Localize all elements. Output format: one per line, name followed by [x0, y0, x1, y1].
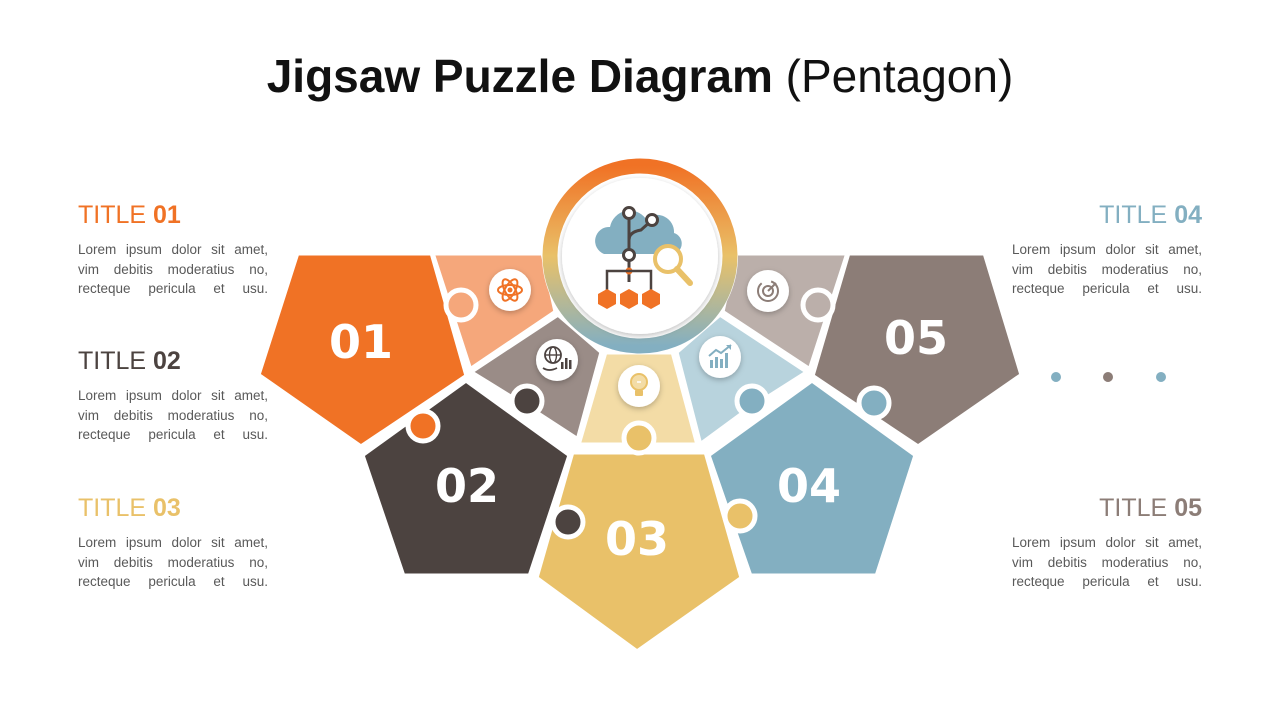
knob [621, 420, 657, 456]
piece-02-number: 02 [435, 459, 499, 513]
page-title: Jigsaw Puzzle Diagram (Pentagon) [0, 48, 1280, 104]
decorative-dots [1051, 372, 1166, 382]
piece-04 [705, 376, 919, 579]
desc-line: vim debitis moderatius no, [1012, 554, 1202, 570]
knob [443, 287, 479, 323]
item-01-heading: TITLE 01 [78, 200, 268, 230]
knob [722, 498, 758, 534]
item-03-heading: TITLE 03 [78, 493, 268, 523]
center-hub [542, 158, 738, 354]
item-03-label: TITLE [78, 494, 147, 522]
desc-line: vim debitis moderatius no, [78, 261, 268, 277]
knob [856, 385, 892, 421]
item-02: TITLE 02 Lorem ipsum dolor sit amet, vim… [78, 346, 268, 445]
desc-line: vim debitis moderatius no, [78, 407, 268, 423]
item-05: TITLE 05 Lorem ipsum dolor sit amet, vim… [1012, 493, 1202, 592]
lightbulb-icon [618, 365, 660, 407]
desc-line: recteque pericula et usu. [78, 427, 268, 442]
item-03-number: 03 [153, 494, 181, 522]
item-03-description: Lorem ipsum dolor sit amet, vim debitis … [78, 533, 268, 592]
item-02-heading: TITLE 02 [78, 346, 268, 376]
piece-03-number: 03 [605, 512, 669, 566]
item-03: TITLE 03 Lorem ipsum dolor sit amet, vim… [78, 493, 268, 592]
item-01-description: Lorem ipsum dolor sit amet, vim debitis … [78, 240, 268, 299]
title-light: (Pentagon) [785, 50, 1014, 102]
desc-line: Lorem ipsum dolor sit amet, [1012, 242, 1202, 257]
item-04-number: 04 [1174, 201, 1202, 229]
desc-line: vim debitis moderatius no, [78, 554, 268, 570]
desc-line: Lorem ipsum dolor sit amet, [1012, 535, 1202, 550]
globe-chart-icon [536, 339, 578, 381]
desc-line: recteque pericula et usu. [78, 574, 268, 589]
atom-icon [489, 269, 531, 311]
piece-03 [533, 449, 745, 656]
knob [800, 287, 836, 323]
item-04: TITLE 04 Lorem ipsum dolor sit amet, vim… [1012, 200, 1202, 299]
knob [734, 383, 770, 419]
target-gauge-icon [747, 270, 789, 312]
item-05-description: Lorem ipsum dolor sit amet, vim debitis … [1012, 533, 1202, 592]
growth-chart-icon [699, 336, 741, 378]
knob [405, 408, 441, 444]
desc-line: Lorem ipsum dolor sit amet, [78, 388, 268, 403]
item-01-label: TITLE [78, 201, 147, 229]
piece-04-number: 04 [777, 459, 841, 513]
knob [550, 504, 586, 540]
desc-line: Lorem ipsum dolor sit amet, [78, 242, 268, 257]
knob [509, 383, 545, 419]
piece-numbers: 01 02 03 04 05 [329, 311, 948, 566]
item-05-heading: TITLE 05 [1012, 493, 1202, 523]
item-02-description: Lorem ipsum dolor sit amet, vim debitis … [78, 386, 268, 445]
desc-line: recteque pericula et usu. [1012, 574, 1202, 589]
item-04-heading: TITLE 04 [1012, 200, 1202, 230]
item-04-label: TITLE [1099, 201, 1168, 229]
desc-line: vim debitis moderatius no, [1012, 261, 1202, 277]
item-01-number: 01 [153, 201, 181, 229]
desc-line: recteque pericula et usu. [1012, 281, 1202, 296]
piece-01-number: 01 [329, 315, 393, 369]
puzzle-knobs [405, 287, 892, 540]
desc-line: recteque pericula et usu. [78, 281, 268, 296]
item-05-number: 05 [1174, 494, 1202, 522]
item-05-label: TITLE [1099, 494, 1168, 522]
desc-line: Lorem ipsum dolor sit amet, [78, 535, 268, 550]
cloud-network-search-icon [595, 206, 693, 309]
item-04-description: Lorem ipsum dolor sit amet, vim debitis … [1012, 240, 1202, 299]
title-bold: Jigsaw Puzzle Diagram [266, 50, 773, 102]
item-02-label: TITLE [78, 347, 147, 375]
item-02-number: 02 [153, 347, 181, 375]
piece-05-number: 05 [884, 311, 948, 365]
item-01: TITLE 01 Lorem ipsum dolor sit amet, vim… [78, 200, 268, 299]
